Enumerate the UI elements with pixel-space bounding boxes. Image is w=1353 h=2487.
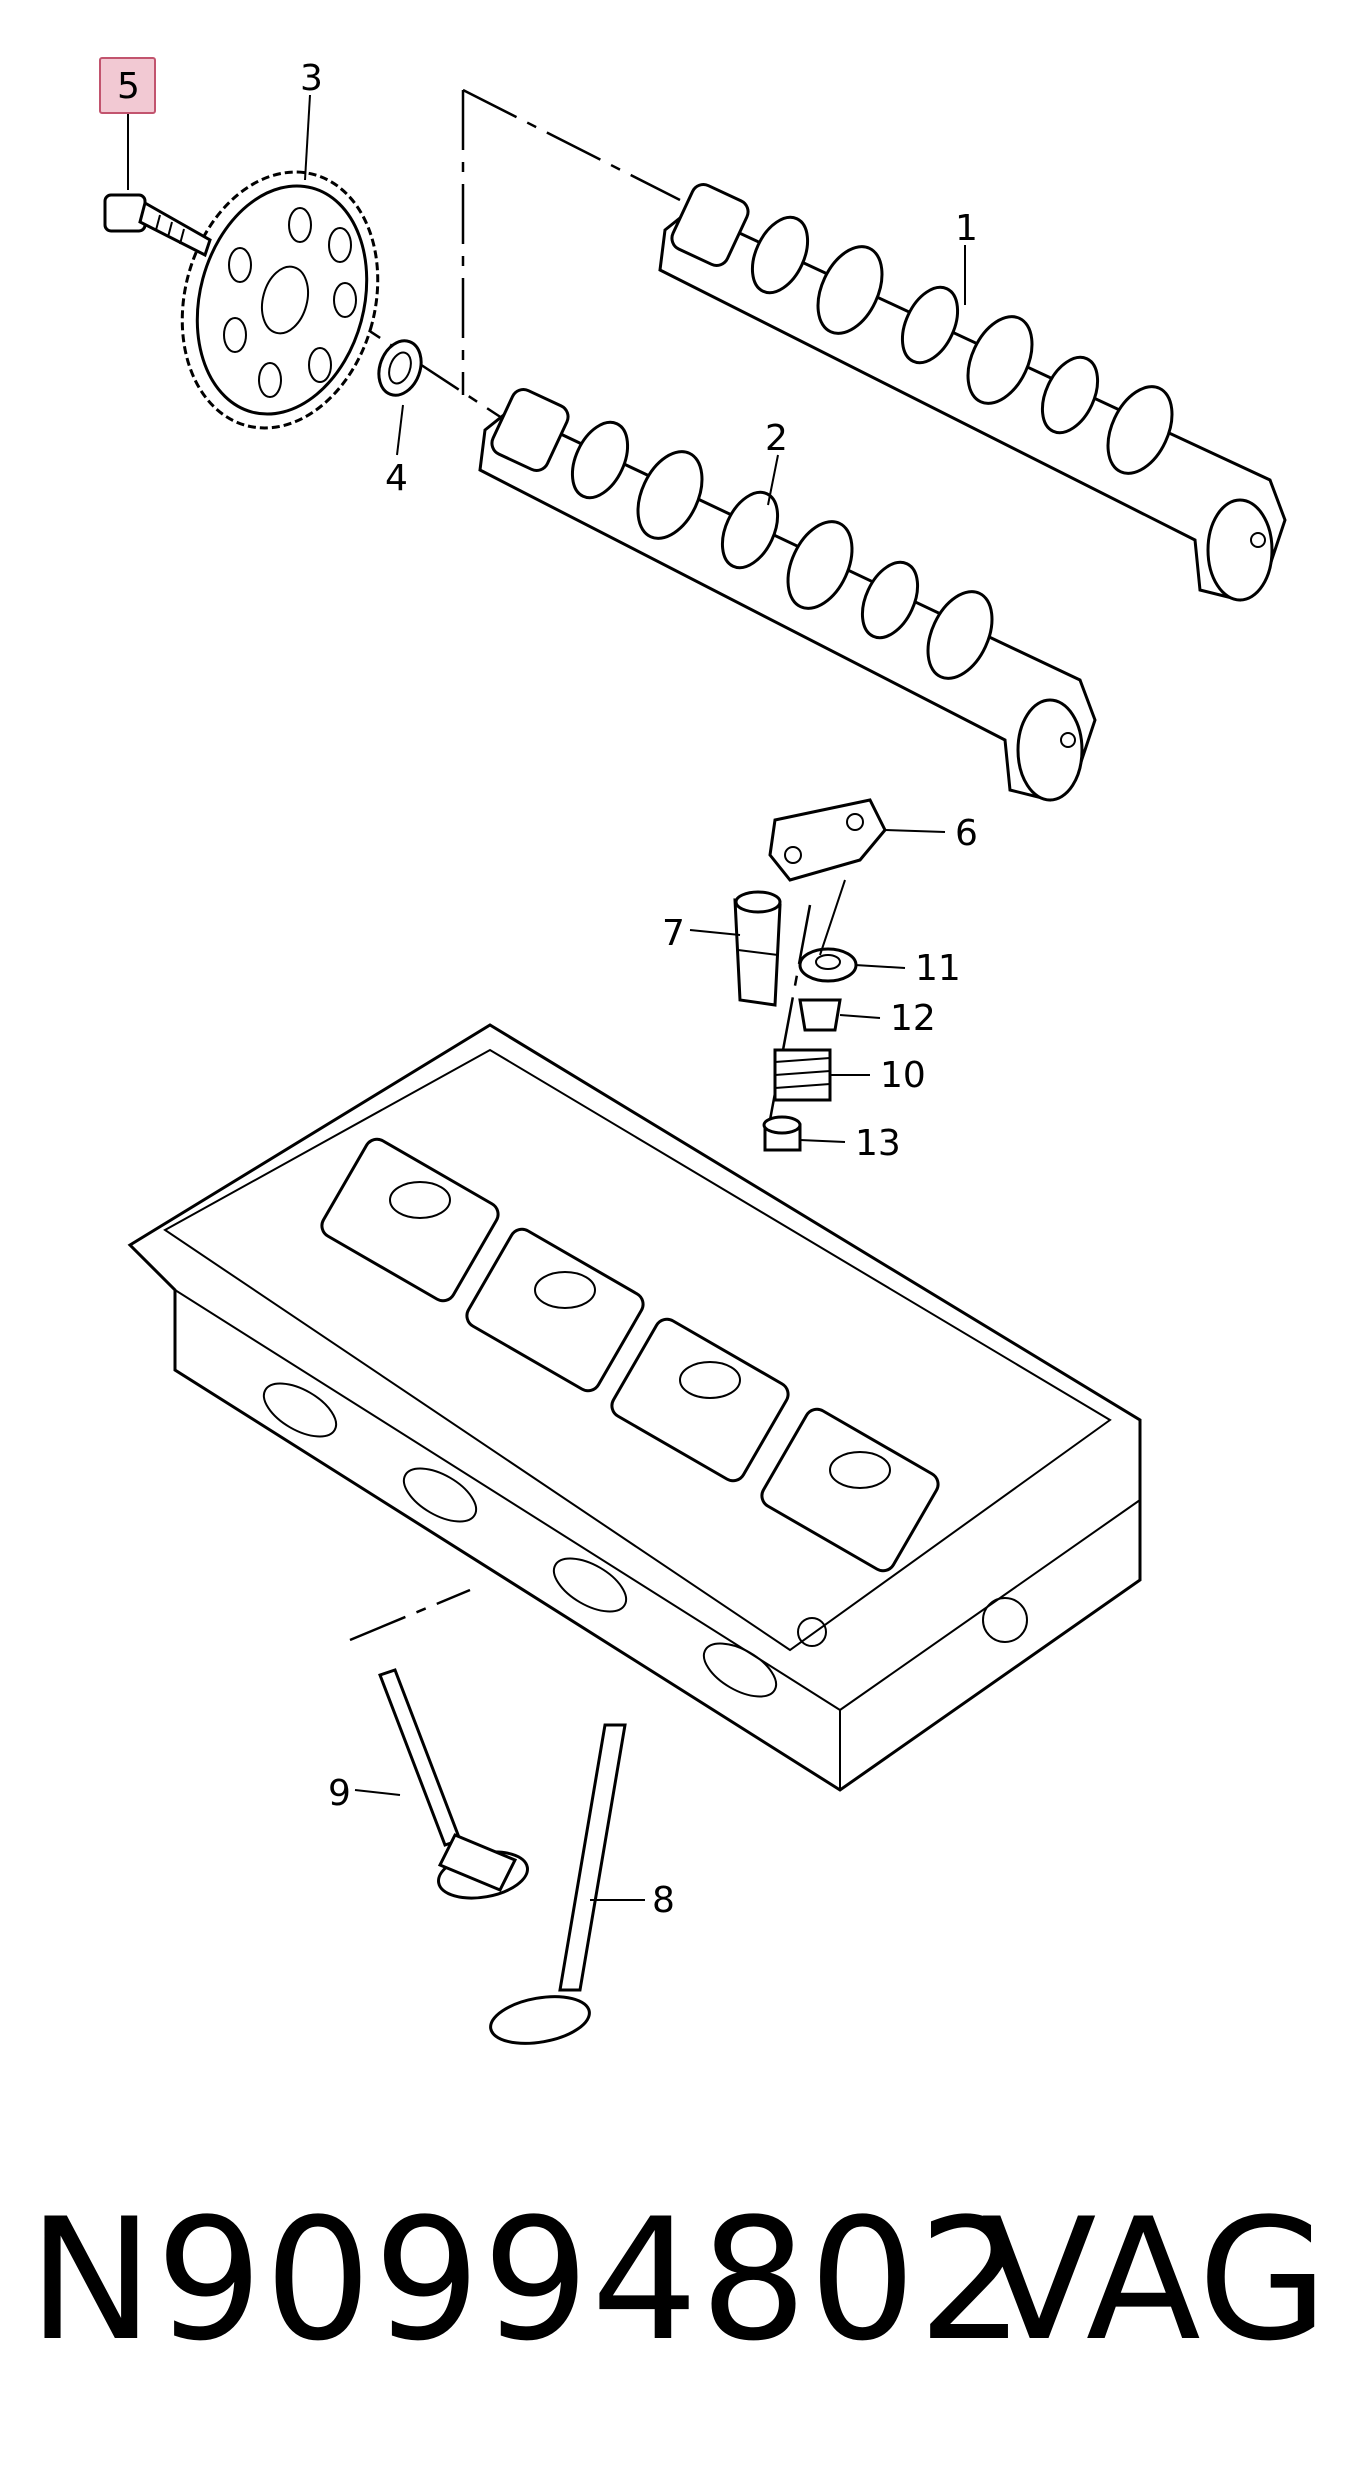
valve-keeper: [798, 947, 858, 983]
callout-9: 9: [328, 1773, 351, 1814]
callout-12: 12: [890, 998, 936, 1039]
callout-13: 13: [855, 1123, 901, 1164]
callout-7: 7: [662, 913, 685, 954]
exhaust-valve: [378, 1668, 529, 1900]
callout-3: 3: [300, 58, 323, 99]
part-number: N90994802: [28, 2182, 1027, 2378]
callout-4: 4: [385, 458, 408, 499]
callout-1: 1: [955, 208, 978, 249]
hydraulic-lifter: [733, 890, 782, 1007]
valve-spring: [773, 1048, 832, 1102]
intake-valve: [489, 1723, 627, 2045]
rocker-to-keeper-line: [819, 879, 846, 956]
leader-lines: [127, 94, 966, 1901]
cylinder-head: [127, 1023, 1142, 1792]
brand-name: VAG: [981, 2182, 1328, 2378]
callout-11: 11: [915, 948, 961, 989]
callout-5: 5: [117, 66, 140, 107]
callout-8: 8: [652, 1880, 675, 1921]
callout-6: 6: [955, 813, 978, 854]
exploded-parts-diagram: 1 2 3 4 5 6 7 8 9 10 11 12 13: [99, 57, 1287, 2045]
callout-10: 10: [880, 1055, 926, 1096]
camshaft-lower: [478, 388, 1097, 802]
camshaft-sprocket: [180, 170, 380, 430]
valve-stem-seal: [762, 1115, 802, 1152]
sprocket-bolt: [103, 193, 212, 258]
rocker-arm: [768, 798, 887, 882]
footer: N90994802 VAG: [28, 2170, 1328, 2390]
spring-retainer: [798, 998, 842, 1032]
camshaft-upper: [658, 183, 1287, 602]
callout-2: 2: [765, 418, 788, 459]
highlight-box-5: [99, 57, 156, 114]
washer: [377, 339, 423, 397]
